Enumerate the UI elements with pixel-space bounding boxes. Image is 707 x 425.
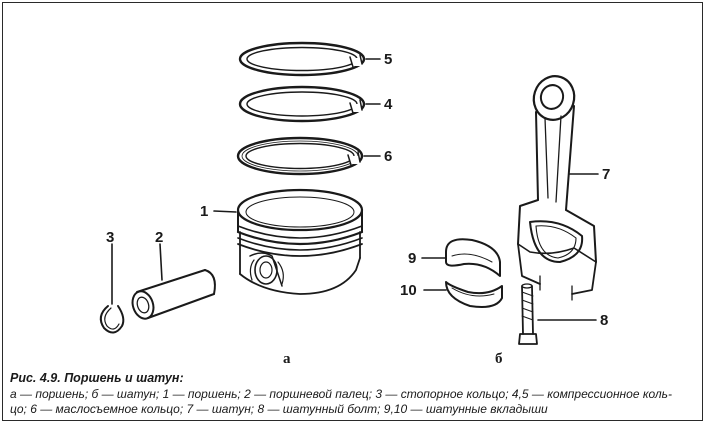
bearing-shell-upper <box>445 238 501 277</box>
leader-lines <box>111 58 599 321</box>
leader-2 <box>159 243 163 281</box>
compression-ring-5 <box>238 41 366 77</box>
caption-line-1: а — поршень; б — шатун; 1 — поршень; 2 —… <box>10 387 672 401</box>
label-1: 1 <box>200 203 208 220</box>
label-8: 8 <box>600 312 608 329</box>
figure-caption: Рис. 4.9. Поршень и шатун: а — поршень; … <box>10 371 700 417</box>
connecting-rod <box>517 75 597 301</box>
label-2: 2 <box>155 229 163 246</box>
figure-frame <box>2 2 703 421</box>
compression-ring-4 <box>238 85 366 123</box>
leader-1 <box>213 210 237 213</box>
label-7: 7 <box>602 166 610 183</box>
snap-ring <box>99 305 125 334</box>
subfigure-label-b: б <box>495 351 503 367</box>
label-5: 5 <box>384 51 392 68</box>
label-10: 10 <box>400 282 417 299</box>
piston-body <box>236 188 364 295</box>
label-6: 6 <box>384 148 392 165</box>
bearing-shell-lower <box>445 281 503 308</box>
oil-ring-6 <box>236 136 364 176</box>
caption-line-2: цо; 6 — маслосъемное кольцо; 7 — шатун; … <box>10 402 548 416</box>
rod-bolt <box>518 283 538 345</box>
subfigure-label-a: а <box>283 351 291 367</box>
piston-pin <box>131 269 216 320</box>
label-4: 4 <box>384 96 393 113</box>
label-3: 3 <box>106 229 114 246</box>
label-9: 9 <box>408 250 416 267</box>
caption-title: Рис. 4.9. Поршень и шатун: <box>10 371 184 385</box>
